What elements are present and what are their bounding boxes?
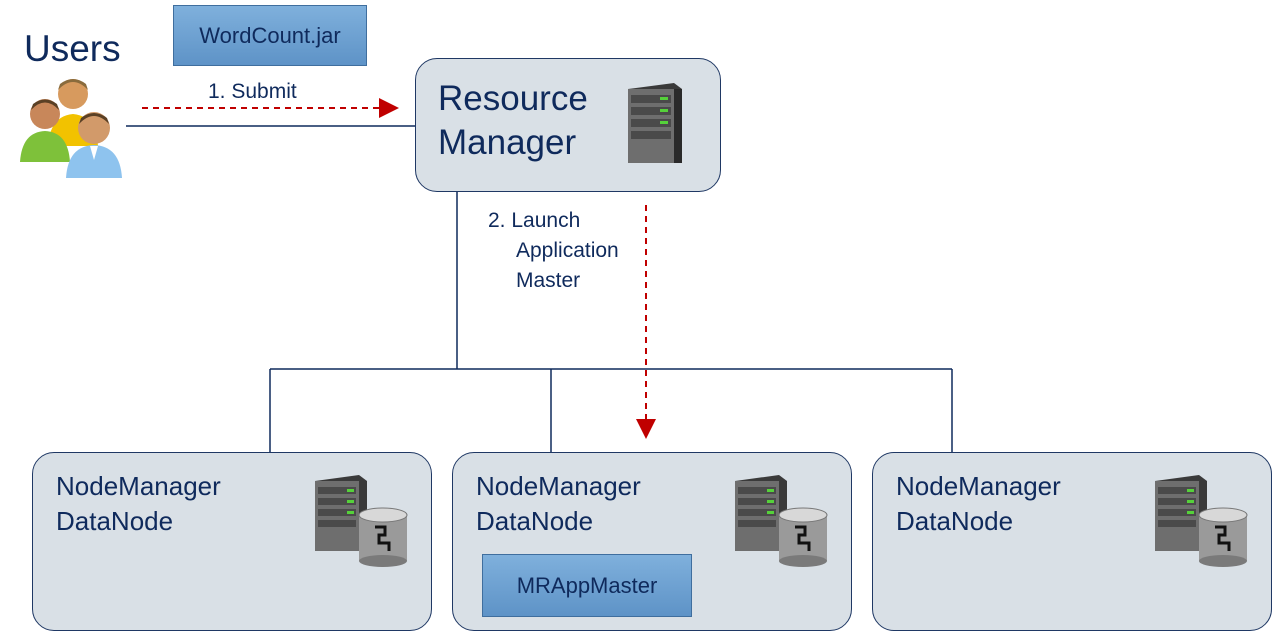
nm-title-line2: DataNode bbox=[476, 506, 594, 536]
server-database-icon bbox=[313, 475, 409, 572]
resource-manager-title: Resource Manager bbox=[438, 77, 628, 165]
node-manager-box-3: NodeManager DataNode bbox=[872, 452, 1272, 631]
node-manager-title: NodeManager DataNode bbox=[896, 469, 1061, 539]
server-icon bbox=[622, 81, 686, 170]
nm-title-line2: DataNode bbox=[896, 506, 1014, 536]
node-manager-box-1: NodeManager DataNode bbox=[32, 452, 432, 631]
users-title: Users bbox=[24, 28, 121, 69]
nm-title-line1: NodeManager bbox=[56, 471, 221, 501]
launch-line1: 2. Launch bbox=[488, 209, 581, 232]
nm-title-line2: DataNode bbox=[56, 506, 174, 536]
nm-title-line1: NodeManager bbox=[476, 471, 641, 501]
nm-title-line1: NodeManager bbox=[896, 471, 1061, 501]
server-database-icon bbox=[733, 475, 829, 572]
launch-line2: Application bbox=[516, 239, 619, 262]
mrappmaster-box: MRAppMaster bbox=[482, 554, 692, 617]
server-database-icon bbox=[1153, 475, 1249, 572]
users-icon bbox=[20, 76, 126, 185]
submit-step-label: 1. Submit bbox=[208, 80, 297, 103]
rm-title-line2: Manager bbox=[438, 123, 577, 162]
rm-title-line1: Resource bbox=[438, 79, 588, 118]
launch-line3: Master bbox=[516, 269, 581, 292]
node-manager-title: NodeManager DataNode bbox=[476, 469, 641, 539]
node-manager-title: NodeManager DataNode bbox=[56, 469, 221, 539]
launch-step-label: 2. Launch Application Master bbox=[488, 206, 619, 296]
resource-manager-box: Resource Manager bbox=[415, 58, 721, 192]
wordcount-jar-box: WordCount.jar bbox=[173, 5, 367, 66]
